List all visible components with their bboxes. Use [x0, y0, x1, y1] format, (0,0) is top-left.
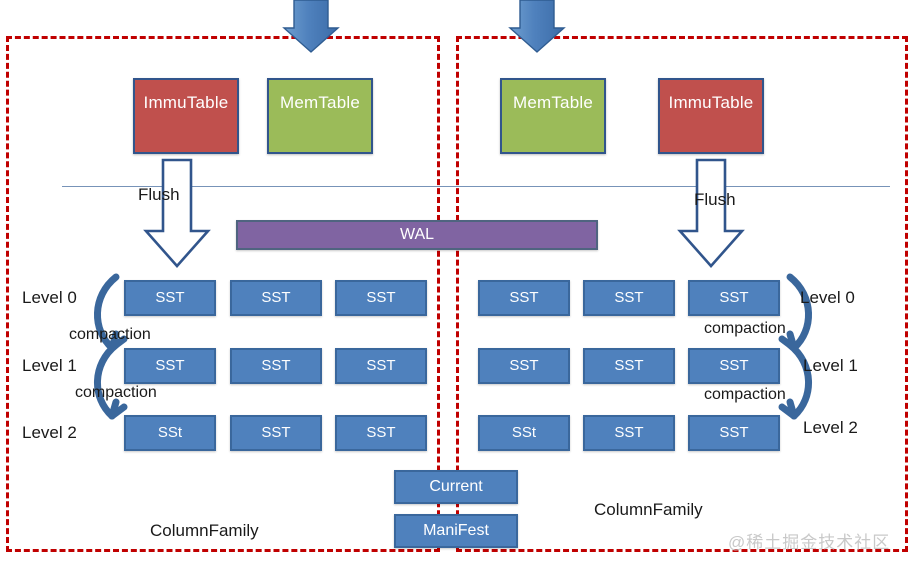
level-label-left-1: Level 1: [22, 356, 77, 375]
sst-label: SSt: [157, 424, 183, 441]
sst-box-right-1-1[interactable]: SST: [583, 348, 675, 384]
sst-label: SSt: [511, 424, 537, 441]
sst-label: SST: [366, 357, 396, 374]
sst-box-right-1-2[interactable]: SST: [688, 348, 780, 384]
compaction-label-right-1: compaction: [704, 386, 786, 403]
sst-label: SST: [261, 424, 291, 441]
flush-label-right: Flush: [694, 190, 736, 209]
sst-label: SST: [719, 289, 749, 306]
immutable-label-left: ImmuTable: [143, 93, 229, 112]
sst-label: SST: [155, 289, 185, 306]
memtable-label-left: MemTable: [279, 93, 361, 112]
sst-label: SST: [509, 357, 539, 374]
compaction-label-right-0: compaction: [704, 320, 786, 337]
memtable-box-left[interactable]: MemTable: [267, 78, 373, 154]
column-family-panel-right: [456, 36, 908, 552]
sst-label: SST: [719, 357, 749, 374]
level-label-left-2: Level 2: [22, 423, 77, 442]
sst-box-right-2-2[interactable]: SST: [688, 415, 780, 451]
sst-box-right-2-1[interactable]: SST: [583, 415, 675, 451]
sst-box-left-1-0[interactable]: SST: [124, 348, 216, 384]
immutable-box-left[interactable]: ImmuTable: [133, 78, 239, 154]
sst-box-right-2-0[interactable]: SSt: [478, 415, 570, 451]
sst-box-left-1-2[interactable]: SST: [335, 348, 427, 384]
sst-box-left-2-2[interactable]: SST: [335, 415, 427, 451]
level-label-right-0: Level 0: [800, 288, 855, 307]
level-label-right-2: Level 2: [803, 418, 858, 437]
sst-box-right-0-0[interactable]: SST: [478, 280, 570, 316]
wal-label: WAL: [399, 226, 435, 243]
memtable-box-right[interactable]: MemTable: [500, 78, 606, 154]
memory-disk-separator-line: [62, 186, 890, 187]
sst-label: SST: [261, 357, 291, 374]
sst-box-right-1-0[interactable]: SST: [478, 348, 570, 384]
level-label-right-1: Level 1: [803, 356, 858, 375]
column-family-label-right: ColumnFamily: [594, 500, 703, 519]
sst-box-left-0-0[interactable]: SST: [124, 280, 216, 316]
sst-box-right-0-2[interactable]: SST: [688, 280, 780, 316]
sst-label: SST: [614, 357, 644, 374]
level-label-left-0: Level 0: [22, 288, 77, 307]
sst-box-right-0-1[interactable]: SST: [583, 280, 675, 316]
current-label: Current: [429, 478, 483, 495]
current-box[interactable]: Current: [394, 470, 518, 504]
sst-label: SST: [614, 424, 644, 441]
compaction-label-left-1: compaction: [75, 384, 157, 401]
memtable-label-right: MemTable: [512, 93, 594, 112]
immutable-label-right: ImmuTable: [668, 93, 754, 112]
sst-label: SST: [614, 289, 644, 306]
sst-box-left-1-1[interactable]: SST: [230, 348, 322, 384]
sst-label: SST: [261, 289, 291, 306]
watermark-text: @稀土掘金技术社区: [728, 533, 891, 552]
column-family-label-left: ColumnFamily: [150, 521, 259, 540]
column-family-panel-left: [6, 36, 440, 552]
sst-box-left-2-0[interactable]: SSt: [124, 415, 216, 451]
sst-label: SST: [719, 424, 749, 441]
manifest-label: ManiFest: [423, 522, 489, 539]
sst-box-left-0-1[interactable]: SST: [230, 280, 322, 316]
sst-label: SST: [509, 289, 539, 306]
sst-label: SST: [366, 424, 396, 441]
sst-label: SST: [366, 289, 396, 306]
manifest-box[interactable]: ManiFest: [394, 514, 518, 548]
sst-label: SST: [155, 357, 185, 374]
sst-box-left-0-2[interactable]: SST: [335, 280, 427, 316]
compaction-label-left-0: compaction: [69, 326, 151, 343]
sst-box-left-2-1[interactable]: SST: [230, 415, 322, 451]
immutable-box-right[interactable]: ImmuTable: [658, 78, 764, 154]
flush-label-left: Flush: [138, 185, 180, 204]
wal-bar[interactable]: WAL: [236, 220, 598, 250]
